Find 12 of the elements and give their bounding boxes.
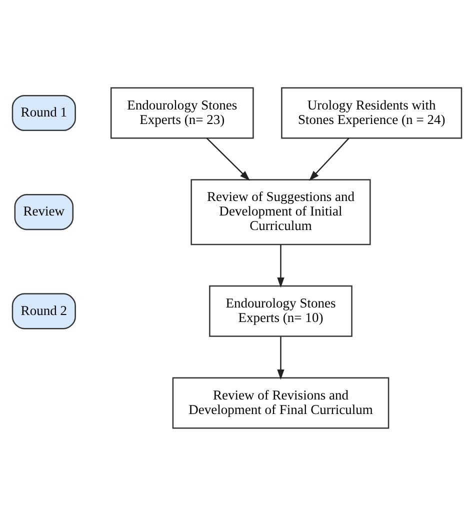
- node-box: Round 1: [12, 94, 76, 131]
- node-box: Review: [14, 194, 74, 230]
- node-box: Round 2: [12, 292, 76, 329]
- node-box: Endourology Stones Experts (n= 10): [209, 284, 352, 336]
- arrow: [277, 244, 284, 288]
- node-box: Review of Revisions and Development of Final Curriculum: [172, 376, 390, 428]
- arrow: [277, 336, 284, 380]
- node-box: Urology Residents with Stones Experience (n = 24): [281, 86, 462, 138]
- node-box: Endourology Stones Experts (n= 23): [110, 86, 254, 138]
- node-box: Review of Suggestions and Development of Initial Curriculum: [190, 178, 371, 245]
- arrow: [309, 137, 350, 180]
- arrow: [206, 137, 250, 180]
